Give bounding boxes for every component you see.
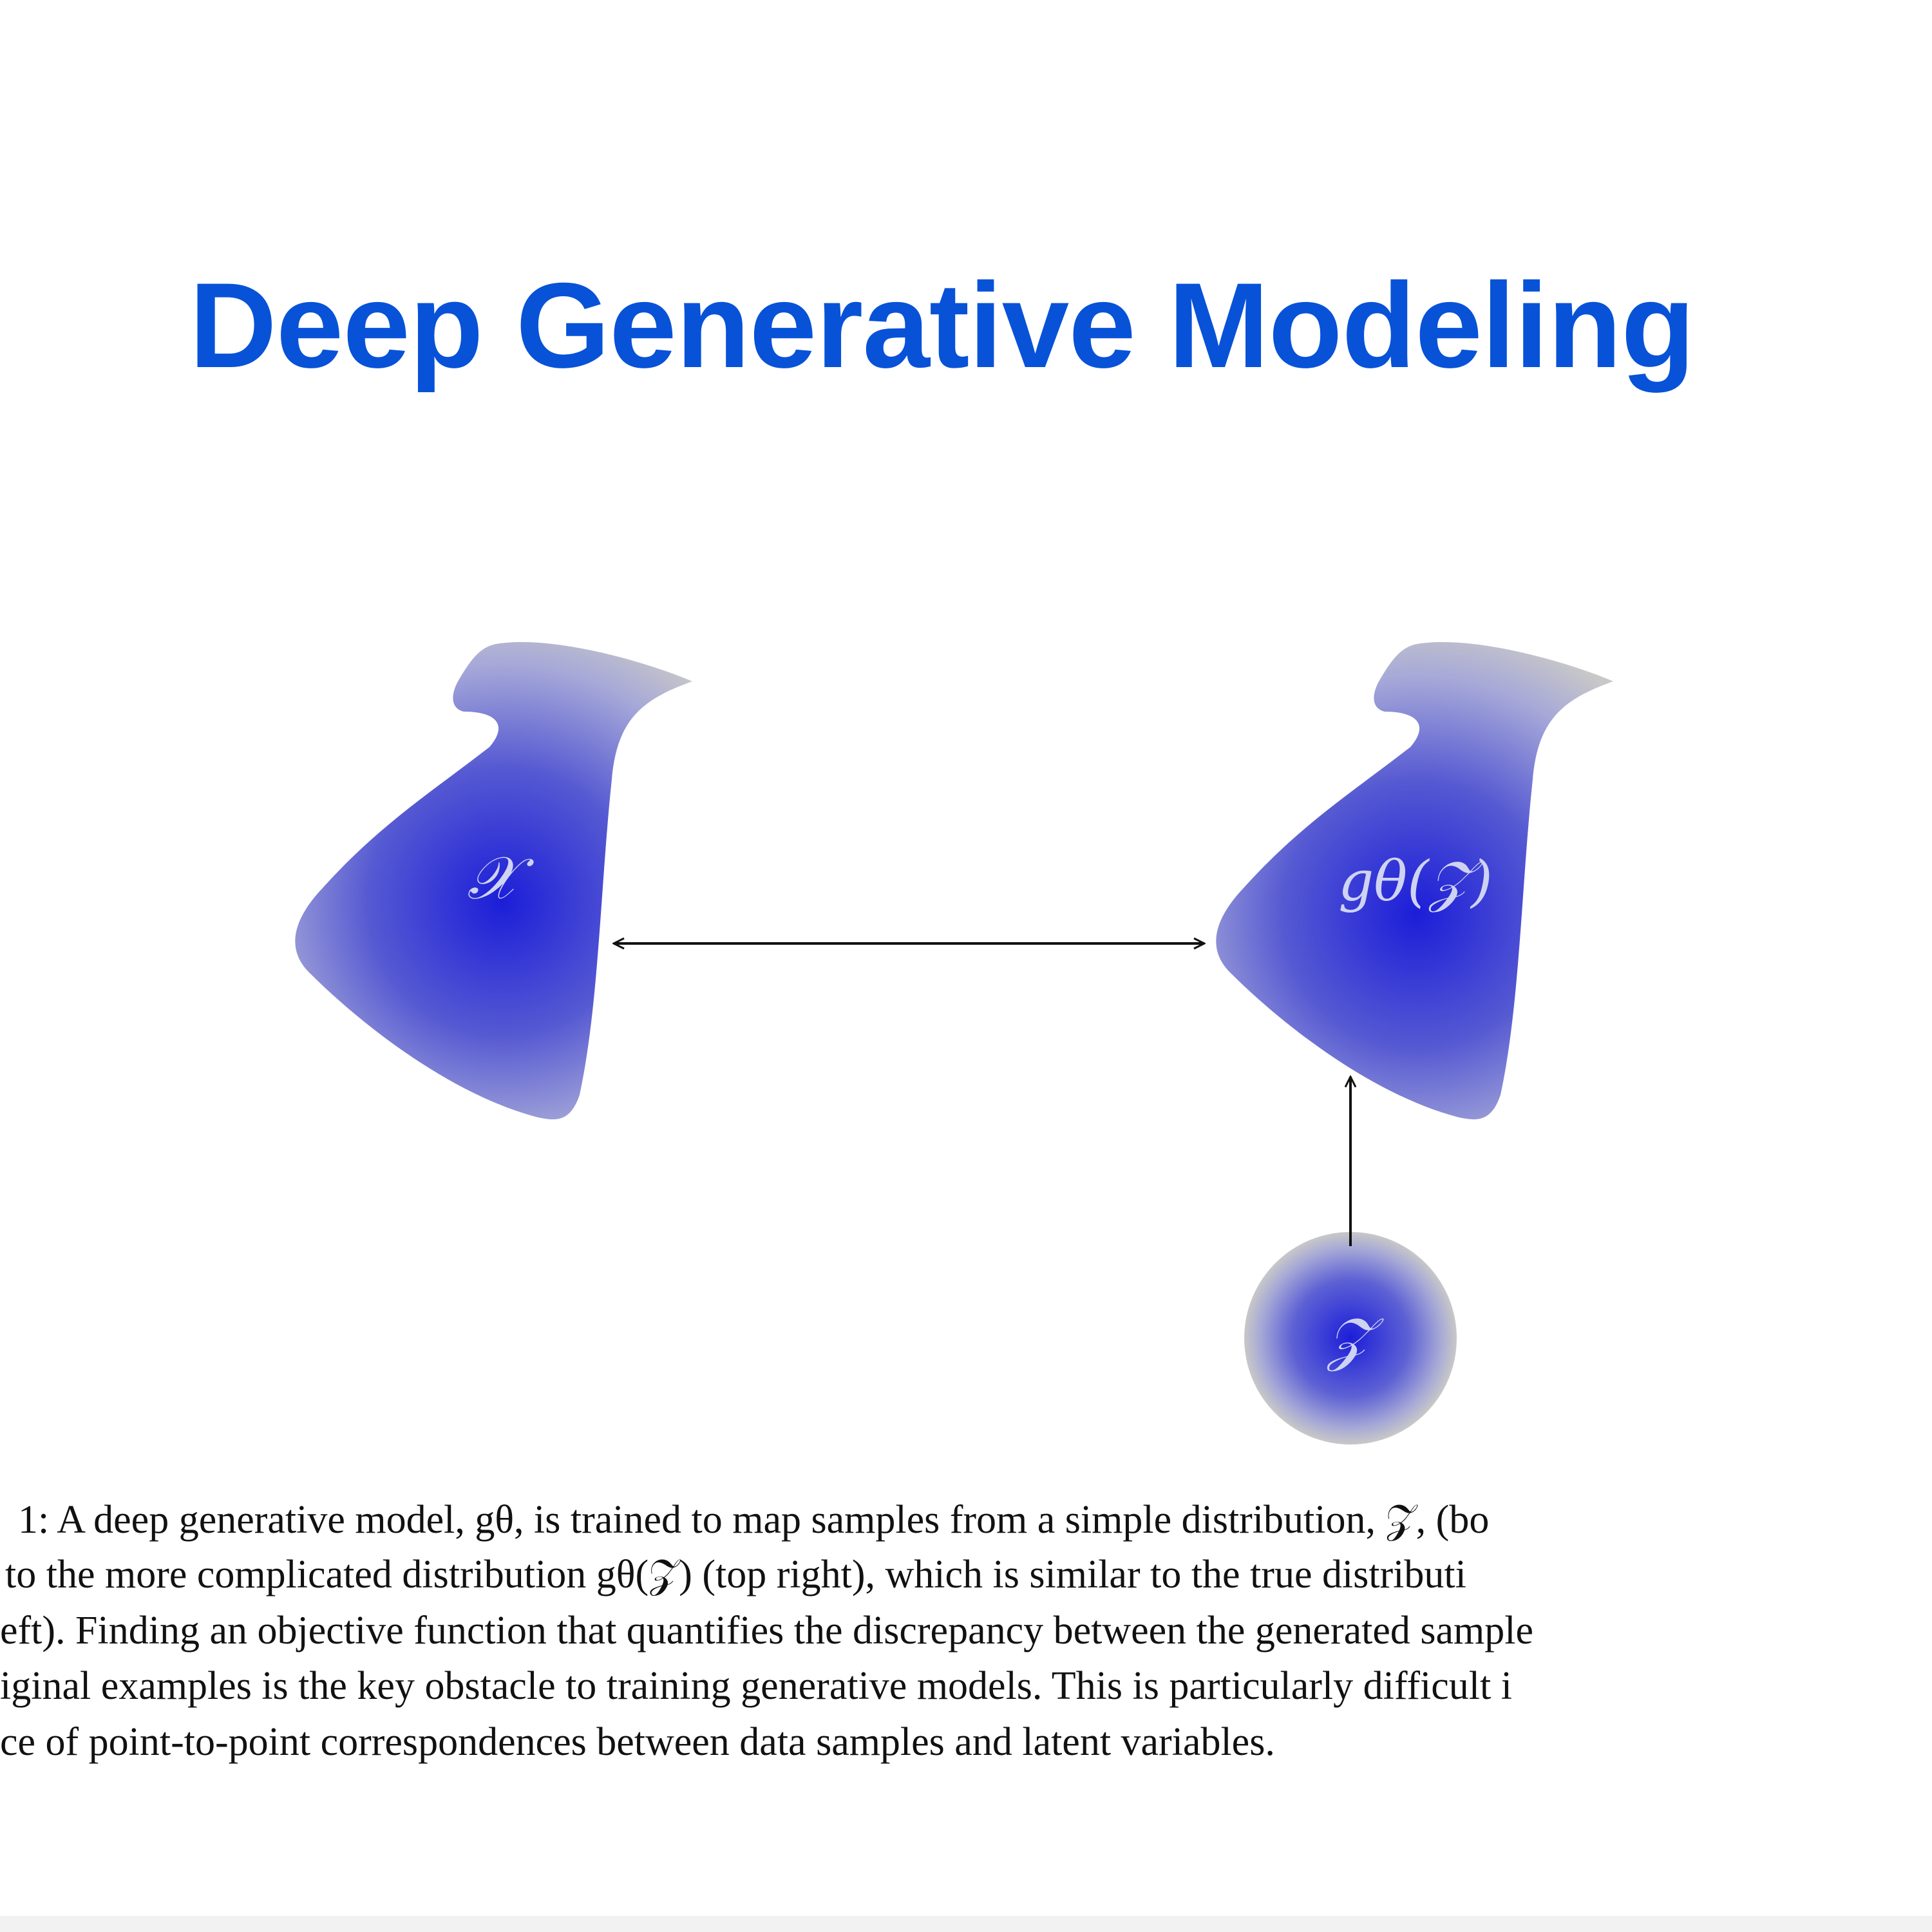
data-distribution-blob bbox=[295, 642, 692, 1120]
slide-title: Deep Generative Modeling bbox=[189, 258, 1695, 393]
caption-line-1: 1: A deep generative model, gθ, is train… bbox=[18, 1498, 1490, 1542]
generated-distribution-blob bbox=[1216, 642, 1613, 1120]
generated-distribution-label: gθ(𝒵) bbox=[1338, 849, 1492, 914]
caption-line-3: eft). Finding an objective function that… bbox=[0, 1609, 1533, 1653]
caption-line-5: ce of point-to-point correspondences bet… bbox=[0, 1720, 1275, 1764]
bottom-strip bbox=[0, 1916, 1932, 1932]
caption-line-4: iginal examples is the key obstacle to t… bbox=[0, 1664, 1512, 1708]
caption-line-2: to the more complicated distribution gθ(… bbox=[5, 1553, 1466, 1596]
latent-distribution-circle bbox=[1244, 1232, 1457, 1444]
figure-caption: 1: A deep generative model, gθ, is train… bbox=[0, 1494, 1932, 1790]
